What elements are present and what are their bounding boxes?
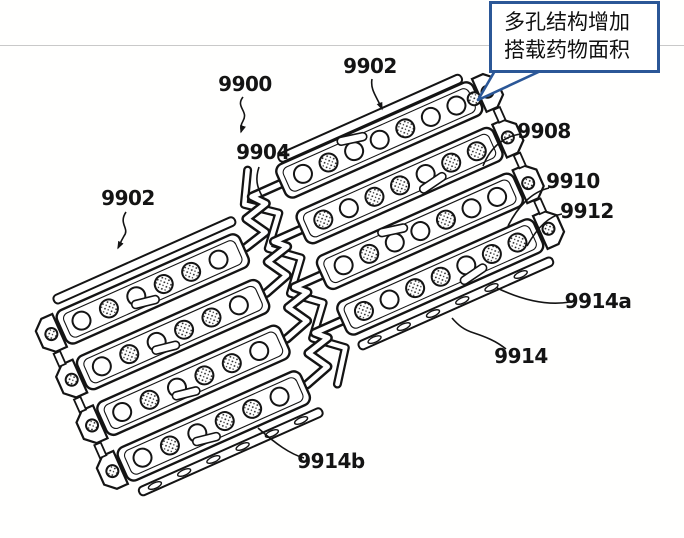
ref-label-9908: 9908 bbox=[517, 119, 571, 143]
ref-label-9902-left: 9902 bbox=[101, 186, 155, 210]
callout-box: 多孔结构增加 搭载药物面积 bbox=[489, 1, 660, 74]
callout-text-line2: 搭载药物面积 bbox=[504, 37, 630, 62]
ref-label-9912: 9912 bbox=[560, 199, 614, 223]
ref-label-9914: 9914 bbox=[494, 344, 548, 368]
ref-label-9910: 9910 bbox=[546, 169, 600, 193]
ref-label-9904: 9904 bbox=[236, 140, 290, 164]
ref-label-9902-top: 9902 bbox=[343, 54, 397, 78]
horizontal-rule bbox=[0, 45, 684, 46]
ref-label-9914a: 9914a bbox=[564, 289, 632, 313]
callout-text-line1: 多孔结构增加 bbox=[504, 10, 630, 34]
stent-structure bbox=[31, 68, 569, 497]
leader-lines bbox=[117, 78, 571, 459]
ref-label-9900: 9900 bbox=[218, 72, 272, 96]
serpentine-connector bbox=[239, 165, 350, 390]
ref-label-9914b: 9914b bbox=[297, 449, 365, 473]
